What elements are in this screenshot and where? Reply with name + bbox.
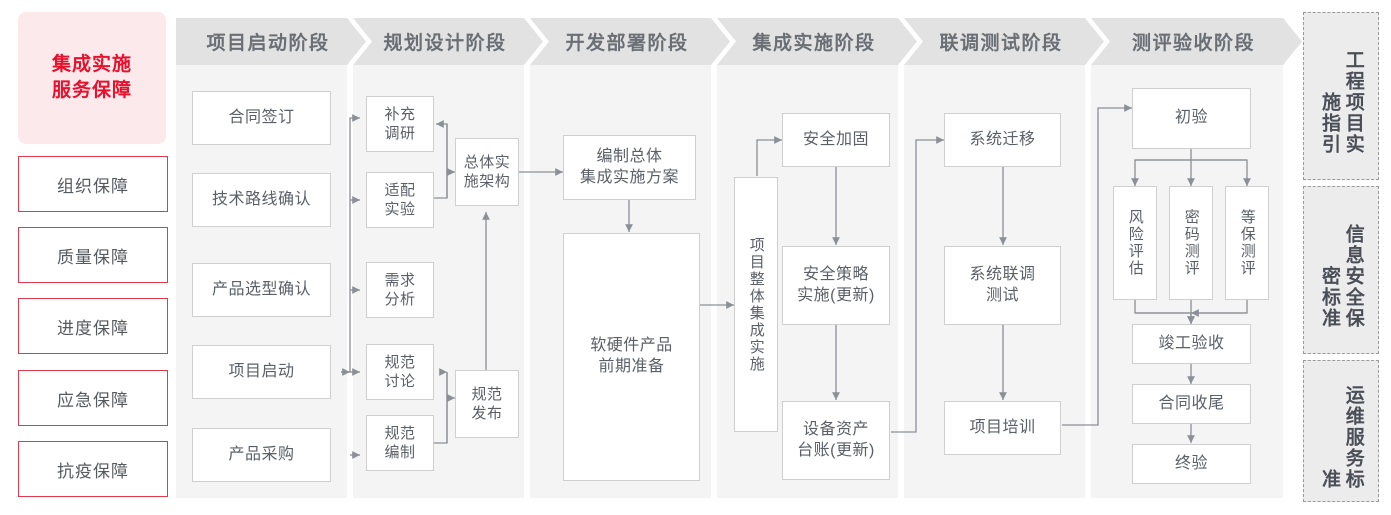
node-label: 合同签订 <box>228 108 295 126</box>
node-label: 风险评估 <box>1126 209 1144 277</box>
node-label: 密码测评 <box>1182 209 1200 277</box>
node-label: 初验 <box>1174 109 1208 127</box>
node-label-line1: 安全策略 <box>802 265 869 283</box>
node-requirement-analysis[interactable]: 需求 分析 <box>366 262 434 318</box>
node-overall-implementation-architecture[interactable]: 总体实 施架构 <box>455 138 519 206</box>
right-rail-label: 信息安全保密标准 <box>1319 224 1364 329</box>
phase-header-3[interactable]: 开发部署阶段 <box>530 18 730 65</box>
node-tech-route-confirm[interactable]: 技术路线确认 <box>192 173 331 227</box>
node-label: 等保测评 <box>1238 209 1256 277</box>
node-label-line1: 设备资产 <box>802 420 869 438</box>
node-label: 系统迁移 <box>969 130 1036 148</box>
phase-title: 规划设计阶段 <box>383 33 507 54</box>
node-security-hardening[interactable]: 安全加固 <box>782 113 890 167</box>
node-label-line2: 测试 <box>985 286 1019 304</box>
node-label-line2: 实验 <box>384 201 416 218</box>
node-label-line1: 软硬件产品 <box>590 337 673 355</box>
rail-item-epidemic[interactable]: 抗疫保障 <box>18 441 168 497</box>
node-label: 终验 <box>1174 454 1208 472</box>
node-final-acceptance[interactable]: 终验 <box>1132 444 1251 484</box>
node-overall-project-integration[interactable]: 项目整体集成实施 <box>734 177 778 432</box>
node-risk-assessment[interactable]: 风险评估 <box>1113 186 1157 300</box>
rail-item-emergency[interactable]: 应急保障 <box>18 370 168 426</box>
phase-title: 测评验收阶段 <box>1131 33 1255 54</box>
node-label-line2: 前期准备 <box>598 358 665 375</box>
rail-item-schedule[interactable]: 进度保障 <box>18 298 168 354</box>
node-label-line2: 施架构 <box>463 173 511 190</box>
rail-item-label: 质量保障 <box>57 247 129 267</box>
node-label: 竣工验收 <box>1158 334 1225 352</box>
node-label: 项目整体集成实施 <box>747 236 765 373</box>
node-label-line2: 讨论 <box>384 373 416 390</box>
node-system-migration[interactable]: 系统迁移 <box>944 113 1061 167</box>
node-label: 产品选型确认 <box>211 280 311 298</box>
node-contract-signing[interactable]: 合同签订 <box>192 91 331 145</box>
node-standard-discussion[interactable]: 规范 讨论 <box>366 344 434 400</box>
node-label-line1: 补充 <box>384 105 416 123</box>
node-supplementary-research[interactable]: 补充 调研 <box>366 96 434 152</box>
node-classified-protection-evaluation[interactable]: 等保测评 <box>1225 186 1269 300</box>
node-preliminary-acceptance[interactable]: 初验 <box>1132 88 1251 149</box>
node-label: 技术路线确认 <box>211 190 311 208</box>
rail-header-line2: 服务保障 <box>51 80 132 101</box>
rail-item-label: 组织保障 <box>57 176 129 196</box>
rail-item-organization[interactable]: 组织保障 <box>18 156 168 212</box>
node-label-line1: 适配 <box>384 181 416 199</box>
right-rail-security-standard[interactable]: 信息安全保密标准 <box>1303 186 1379 354</box>
right-rail-ops-service-standard[interactable]: 运维服务标准 <box>1303 360 1379 502</box>
node-label-line2: 实施(更新) <box>797 286 875 304</box>
node-label-line1: 需求 <box>384 271 416 289</box>
phase-header-1[interactable]: 项目启动阶段 <box>176 18 366 65</box>
node-label-line1: 规范 <box>384 424 416 442</box>
phase-header-2[interactable]: 规划设计阶段 <box>353 18 543 65</box>
node-standard-drafting[interactable]: 规范 编制 <box>366 415 434 471</box>
right-rail-engineering-guideline[interactable]: 工程项目实施指引 <box>1303 12 1379 180</box>
rail-item-label: 进度保障 <box>57 318 129 338</box>
rail-header-integration-service: 集成实施 服务保障 <box>18 12 166 144</box>
node-label: 产品采购 <box>228 445 295 463</box>
node-overall-integration-plan[interactable]: 编制总体 集成实施方案 <box>563 135 696 200</box>
node-label-line1: 总体实 <box>463 153 511 171</box>
node-project-training[interactable]: 项目培训 <box>944 401 1061 455</box>
node-label-line1: 编制总体 <box>596 147 663 165</box>
rail-item-quality[interactable]: 质量保障 <box>18 227 168 283</box>
node-label-line2: 集成实施方案 <box>579 168 679 186</box>
phase-header-5[interactable]: 联调测试阶段 <box>904 18 1104 65</box>
node-label-line2: 台账(更新) <box>797 441 875 459</box>
phase-header-6[interactable]: 测评验收阶段 <box>1091 18 1302 65</box>
rail-item-label: 应急保障 <box>57 390 129 410</box>
node-label-line1: 规范 <box>384 353 416 371</box>
node-cryptography-evaluation[interactable]: 密码测评 <box>1169 186 1213 300</box>
phase-header-4[interactable]: 集成实施阶段 <box>717 18 917 65</box>
right-rail-label: 工程项目实施指引 <box>1319 50 1364 155</box>
node-security-policy-implementation[interactable]: 安全策略 实施(更新) <box>782 246 890 325</box>
node-product-procurement[interactable]: 产品采购 <box>192 428 331 482</box>
node-completion-acceptance[interactable]: 竣工验收 <box>1132 324 1251 364</box>
phase-title: 集成实施阶段 <box>752 33 876 54</box>
phase-title: 联调测试阶段 <box>939 33 1063 54</box>
node-asset-ledger-update[interactable]: 设备资产 台账(更新) <box>782 401 890 480</box>
node-product-selection-confirm[interactable]: 产品选型确认 <box>192 263 331 317</box>
node-adaptation-experiment[interactable]: 适配 实验 <box>366 172 434 228</box>
node-hardware-software-preparation[interactable]: 软硬件产品 前期准备 <box>563 233 700 481</box>
node-label-line2: 分析 <box>384 291 416 308</box>
node-label-line1: 规范 <box>471 385 503 403</box>
node-label: 合同收尾 <box>1158 394 1225 412</box>
node-label-line2: 调研 <box>384 125 416 142</box>
node-label: 项目培训 <box>969 418 1036 436</box>
node-label: 安全加固 <box>802 130 869 148</box>
phase-title: 项目启动阶段 <box>206 33 330 54</box>
rail-header-line1: 集成实施 <box>51 54 132 76</box>
node-label-line2: 编制 <box>384 444 416 461</box>
node-label-line2: 发布 <box>471 405 503 422</box>
node-project-kickoff[interactable]: 项目启动 <box>192 345 331 399</box>
node-system-joint-test[interactable]: 系统联调 测试 <box>944 246 1061 325</box>
node-label-line1: 系统联调 <box>969 265 1036 283</box>
right-rail-label: 运维服务标准 <box>1319 385 1364 490</box>
node-label: 项目启动 <box>228 362 295 380</box>
rail-item-label: 抗疫保障 <box>57 461 129 481</box>
phase-title: 开发部署阶段 <box>565 33 689 54</box>
node-contract-closure[interactable]: 合同收尾 <box>1132 384 1251 424</box>
node-standard-release[interactable]: 规范 发布 <box>455 370 519 438</box>
